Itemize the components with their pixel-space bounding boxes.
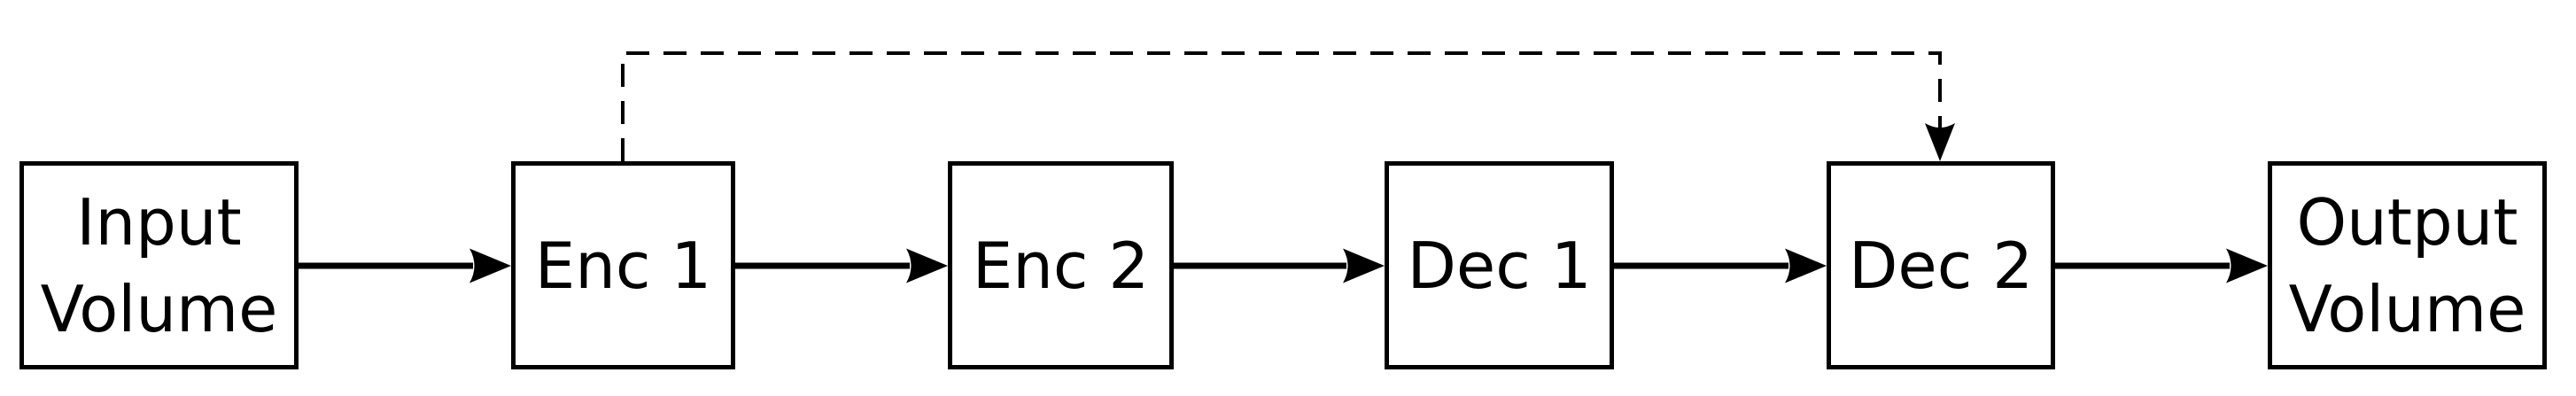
node-enc-2-label: Enc 2 [972,228,1150,303]
node-input-volume: Input Volume [19,161,299,369]
node-input-volume-label-line1: Input [76,184,242,260]
edge-skip-enc1-to-dec2-dashed [621,51,1942,161]
node-enc-1: Enc 1 [511,161,735,369]
node-dec-2-label: Dec 2 [1848,228,2034,303]
arrowhead-enc1-to-enc2-icon [906,248,948,283]
arrowhead-dec1-to-dec2-icon [1785,248,1827,283]
node-dec-1-label: Dec 1 [1407,228,1592,303]
node-enc-1-label: Enc 1 [534,228,712,303]
node-output-volume: Output Volume [2268,161,2547,369]
node-input-volume-label-line2: Volume [40,271,278,346]
arrowhead-input-to-enc1-icon [469,248,511,283]
arrowhead-dec2-to-output-icon [2226,248,2268,283]
node-dec-1: Dec 1 [1385,161,1614,369]
node-dec-2: Dec 2 [1827,161,2055,369]
node-enc-2: Enc 2 [948,161,1174,369]
arrowhead-enc2-to-dec1-icon [1343,248,1385,283]
node-output-volume-label-line1: Output [2296,184,2518,260]
node-output-volume-label-line2: Volume [2288,271,2526,346]
arrowhead-skip-enc1-to-dec2-icon [1925,123,1955,161]
